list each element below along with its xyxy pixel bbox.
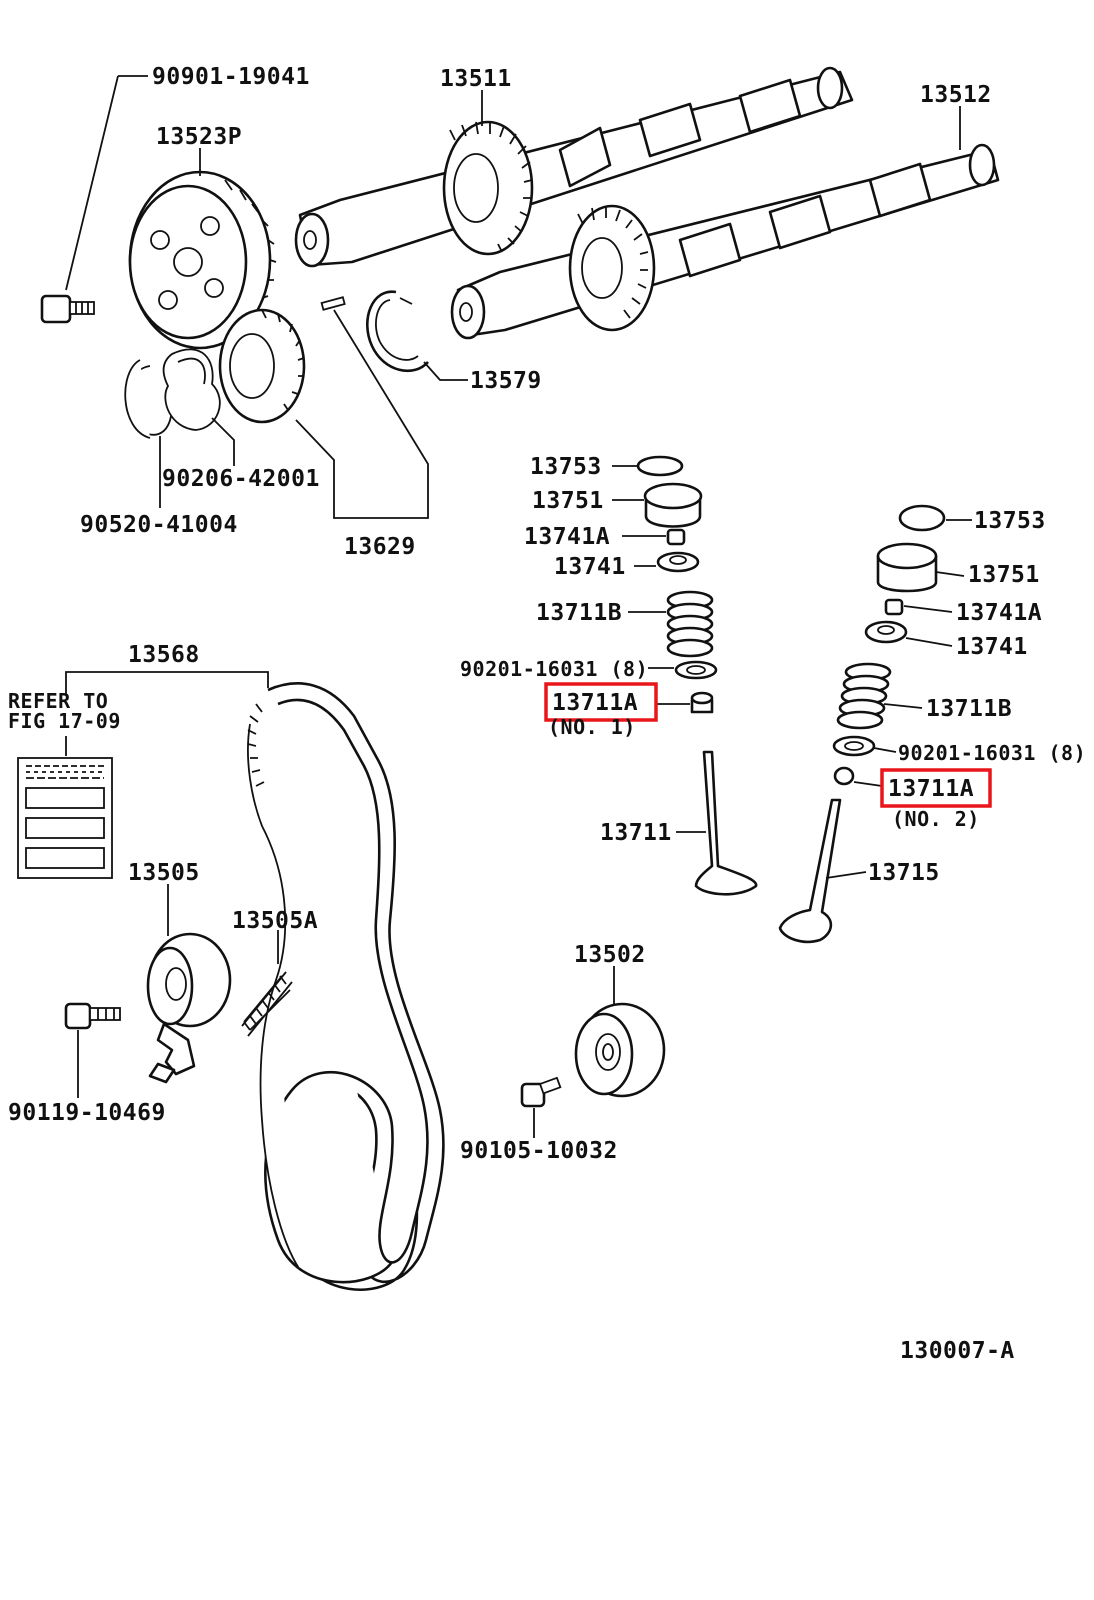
label-idler-bolt: 90105-10032 (460, 1138, 618, 1164)
valve-stack-2 (778, 504, 946, 944)
label-guide-2: 13711A (888, 776, 974, 802)
spring-1 (666, 590, 714, 658)
ring-13579 (366, 290, 429, 373)
leader-seal-2 (873, 747, 897, 753)
label-seal-2: 90201-16031 (8) (898, 741, 1086, 765)
label-snap-ring: 90520-41004 (80, 512, 238, 538)
highlight-guide-2 (880, 768, 992, 808)
label-retainer-1: 13741 (554, 554, 626, 580)
leader-retainer-2 (905, 637, 953, 647)
leader-guide-2 (853, 781, 883, 787)
label-gear-set: 13629 (344, 534, 416, 560)
label-guide-2-note: (NO. 2) (892, 807, 980, 831)
label-tensioner-bolt: 90119-10469 (8, 1100, 166, 1126)
shim-2 (898, 504, 946, 532)
leader-13568 (65, 671, 269, 694)
tension-spring-13505a (241, 971, 293, 1037)
leader-13579 (423, 361, 468, 381)
label-shim-2: 13753 (974, 508, 1046, 534)
camshaft-13511 (294, 66, 854, 268)
gear-13629 (218, 308, 306, 424)
label-keeper-1: 13741A (524, 524, 610, 550)
label-gasket: 90206-42001 (162, 466, 320, 492)
tensioner-bolt-90119 (64, 1002, 121, 1030)
leader-spring-2 (883, 703, 923, 709)
label-keeper-2: 13741A (956, 600, 1042, 626)
belt-13568 (247, 682, 445, 1291)
label-tensioner: 13505 (128, 860, 200, 886)
idler-13502 (574, 1002, 666, 1098)
label-spring-1: 13711B (536, 600, 622, 626)
label-tension-spring: 13505A (232, 908, 318, 934)
pulley-13523p (128, 170, 277, 350)
label-camshaft-1: 13511 (440, 66, 512, 92)
label-retainer-2: 13741 (956, 634, 1028, 660)
valve-stack-1 (636, 455, 758, 896)
leader-90206 (211, 417, 235, 466)
leader-valve-2 (825, 871, 867, 879)
label-lifter-1: 13751 (532, 488, 604, 514)
refer-note-line-1: REFER TO (8, 689, 108, 713)
diagram-id: 130007-A (900, 1338, 1015, 1364)
label-guide-1: 13711A (552, 690, 638, 716)
label-seal-1: 90201-16031 (8) (460, 657, 648, 681)
keeper-2 (884, 598, 904, 616)
leader-keeper-2 (903, 605, 953, 613)
label-bolt-top: 90901-19041 (152, 64, 310, 90)
label-guide-1-note: (NO. 1) (548, 715, 636, 739)
label-shim-1: 13753 (530, 454, 602, 480)
label-spring-2: 13711B (926, 696, 1012, 722)
spring-2 (836, 662, 892, 730)
label-belt: 13568 (128, 642, 200, 668)
bolt-90901-19041 (40, 75, 148, 324)
label-pulley: 13523P (156, 124, 242, 150)
label-valve-1: 13711 (600, 820, 672, 846)
idler-bolt-90105 (520, 1076, 562, 1108)
valve-1 (694, 750, 758, 896)
label-valve-2: 13715 (868, 860, 940, 886)
valve-2 (778, 798, 842, 944)
keeper-1 (666, 528, 686, 546)
shim-1 (636, 455, 684, 477)
pin (320, 296, 346, 311)
tensioner-13505 (146, 932, 232, 1084)
leader-lifter-2 (935, 571, 965, 577)
refer-note-line-2: FIG 17-09 (8, 709, 121, 733)
label-lifter-2: 13751 (968, 562, 1040, 588)
label-idler: 13502 (574, 942, 646, 968)
gasket-90206 (162, 348, 221, 431)
leader-13629 (295, 309, 429, 519)
camshaft-13512 (450, 143, 1000, 340)
label-camshaft-2: 13512 (920, 82, 992, 108)
guide-2 (833, 766, 855, 786)
label-ring: 13579 (470, 368, 542, 394)
highlight-guide-1 (544, 682, 658, 722)
refer-decal (17, 757, 113, 879)
